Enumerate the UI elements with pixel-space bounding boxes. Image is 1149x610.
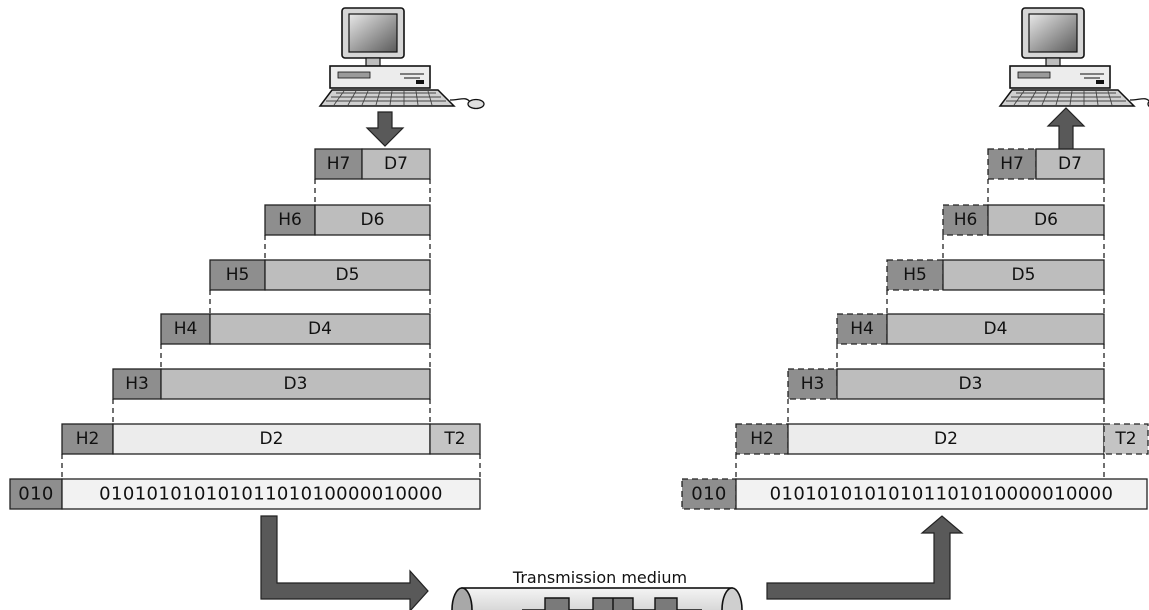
receiver-header-box bbox=[987, 148, 1037, 180]
receiver-data-label: D3 bbox=[959, 374, 983, 394]
sender-header-label: H5 bbox=[226, 265, 250, 285]
sender-layer-row: H2 D2 T2 bbox=[61, 423, 481, 479]
sender-computer-icon bbox=[319, 7, 485, 110]
receiver-data-box bbox=[942, 259, 1105, 291]
receiver-data-box bbox=[987, 204, 1105, 236]
receiver-header-label: H6 bbox=[954, 210, 978, 230]
receiver-layer-row: H4 D4 bbox=[836, 313, 1105, 369]
sender-trailer-box bbox=[429, 423, 481, 455]
sender-data-box bbox=[112, 423, 431, 455]
receiver-data-label: D6 bbox=[1034, 210, 1058, 230]
sender-header-label: H3 bbox=[125, 374, 149, 394]
receiver-bit-prefix: 010 bbox=[691, 484, 727, 505]
sender-data-label: D6 bbox=[361, 210, 385, 230]
receiver-header-label: H2 bbox=[750, 429, 774, 449]
receiver-bit-stream: 010 01010101010101101010000010000 bbox=[681, 478, 1148, 510]
receiver-header-box bbox=[886, 259, 944, 291]
sender-layer-row: H7 D7 bbox=[314, 148, 431, 205]
receiver-header-label: H3 bbox=[801, 374, 825, 394]
cable-with-signal-icon bbox=[451, 587, 743, 610]
receiver-layer-row: H5 D5 bbox=[886, 259, 1105, 314]
sender-data-label: D5 bbox=[336, 265, 360, 285]
sender-down-arrow bbox=[365, 111, 405, 147]
sender-header-box bbox=[160, 313, 211, 345]
receiver-computer-icon bbox=[999, 7, 1149, 110]
sender-to-medium-arrow bbox=[260, 515, 429, 610]
receiver-layer-row: H3 D3 bbox=[787, 368, 1105, 424]
receiver-bitstream: 01010101010101101010000010000 bbox=[770, 484, 1114, 505]
sender-header-label: H2 bbox=[76, 429, 100, 449]
sender-data-label: D2 bbox=[260, 429, 284, 449]
transmission-medium-label: Transmission medium bbox=[512, 568, 687, 587]
receiver-data-box bbox=[787, 423, 1105, 455]
sender-data-box bbox=[209, 313, 431, 345]
medium-to-receiver-arrow bbox=[766, 515, 964, 600]
receiver-header-box bbox=[735, 423, 789, 455]
receiver-header-box bbox=[836, 313, 888, 345]
receiver-header-label: H7 bbox=[1000, 154, 1024, 174]
receiver-header-box bbox=[942, 204, 989, 236]
sender-layer-row: H4 D4 bbox=[160, 313, 431, 369]
receiver-data-box bbox=[1035, 148, 1105, 180]
sender-header-box bbox=[112, 368, 162, 400]
receiver-trailer-label: T2 bbox=[1114, 429, 1136, 449]
sender-data-label: D3 bbox=[284, 374, 308, 394]
receiver-data-label: D5 bbox=[1012, 265, 1036, 285]
sender-header-box bbox=[264, 204, 316, 236]
sender-data-box bbox=[314, 204, 431, 236]
sender-layer-row: H3 D3 bbox=[112, 368, 431, 424]
sender-layer-row: H6 D6 bbox=[264, 204, 431, 260]
sender-trailer-label: T2 bbox=[443, 429, 465, 449]
sender-layer-row: H5 D5 bbox=[209, 259, 431, 314]
receiver-header-label: H5 bbox=[903, 265, 927, 285]
receiver-data-box bbox=[836, 368, 1105, 400]
sender-data-box bbox=[160, 368, 431, 400]
sender-header-box bbox=[314, 148, 363, 180]
receiver-header-box bbox=[787, 368, 838, 400]
sender-data-box bbox=[264, 259, 431, 291]
sender-data-label: D7 bbox=[384, 154, 408, 174]
receiver-bit-prefix-box bbox=[681, 478, 737, 510]
receiver-data-label: D4 bbox=[984, 319, 1008, 339]
receiver-layer-row: H6 D6 bbox=[942, 204, 1105, 260]
receiver-bitstream-box bbox=[735, 478, 1148, 510]
receiver-header-label: H4 bbox=[850, 319, 874, 339]
sender-data-box bbox=[361, 148, 431, 180]
sender-bit-stream: 010 01010101010101101010000010000 bbox=[9, 478, 481, 510]
sender-bit-prefix: 010 bbox=[18, 484, 54, 505]
receiver-up-arrow bbox=[1046, 107, 1086, 151]
receiver-data-label: D7 bbox=[1058, 154, 1082, 174]
receiver-layer-row: H2 D2 T2 bbox=[735, 423, 1149, 479]
sender-header-label: H7 bbox=[327, 154, 351, 174]
sender-bitstream-box bbox=[61, 478, 481, 510]
receiver-data-label: D2 bbox=[934, 429, 958, 449]
receiver-layer-row: H7 D7 bbox=[987, 148, 1105, 205]
sender-bitstream: 01010101010101101010000010000 bbox=[99, 484, 443, 505]
sender-header-label: H6 bbox=[278, 210, 302, 230]
transmission-medium: Transmission medium bbox=[451, 568, 743, 610]
receiver-trailer-box bbox=[1103, 423, 1149, 455]
sender-header-label: H4 bbox=[174, 319, 198, 339]
receiver-data-box bbox=[886, 313, 1105, 345]
sender-bit-prefix-box bbox=[9, 478, 63, 510]
sender-data-label: D4 bbox=[308, 319, 332, 339]
sender-header-box bbox=[61, 423, 114, 455]
